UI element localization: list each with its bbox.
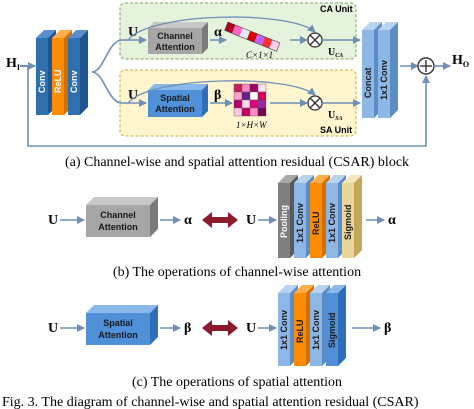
svg-text:ReLU: ReLU (295, 319, 305, 343)
svg-text:Sigmoid: Sigmoid (343, 205, 353, 241)
sa-unit-label: SA Unit (320, 125, 352, 135)
svg-text:Concat: Concat (363, 67, 373, 98)
sa-dims-label: 1×H×W (236, 120, 268, 130)
ca-alpha-left: α (184, 213, 192, 228)
sa-beta-left: β (184, 321, 191, 336)
sa-grid-cell (233, 83, 243, 93)
svg-text:1x1 Conv: 1x1 Conv (379, 60, 389, 100)
svg-text:Attention: Attention (155, 42, 195, 52)
sa-grid-cell (249, 91, 259, 101)
caption-b: (b) The operations of channel-wise atten… (113, 265, 361, 280)
sa-grid-cell (249, 107, 259, 117)
svg-text:Conv: Conv (69, 71, 79, 94)
sa-multiply-icon (307, 95, 323, 111)
alpha-label: α (214, 25, 222, 40)
ca-layer-sigmoid: Sigmoid (342, 175, 362, 258)
ca-u-right: U (246, 213, 256, 228)
output-h: HO (452, 53, 469, 69)
u-ca-label: UCA (328, 47, 343, 59)
sa-ops-spatial-attention-box: Spatial Attention (86, 305, 158, 345)
input-h: HI (6, 56, 20, 72)
sa-grid-cell (249, 83, 259, 93)
ca-double-arrow (202, 212, 238, 228)
caption-c: (c) The operations of spatial attention (132, 375, 342, 390)
sa-u-left: U (48, 321, 58, 336)
svg-text:Sigmoid: Sigmoid (327, 313, 337, 349)
svg-text:Attention: Attention (98, 222, 138, 232)
svg-text:Spatial: Spatial (103, 318, 133, 328)
sa-u-right: U (246, 321, 256, 336)
sa-weight-grid (233, 83, 267, 117)
sa-grid-cell (257, 83, 267, 93)
conv-block-2: Conv (68, 30, 88, 115)
sa-grid-cell (241, 91, 251, 101)
ca-multiply-icon (307, 32, 323, 48)
sa-layer-sigmoid: Sigmoid (326, 285, 346, 366)
spatial-attention-box: Spatial Attention (148, 84, 208, 117)
sa-grid-cell (233, 91, 243, 101)
ca-alpha-right: α (388, 213, 396, 228)
ca-ops-channel-attention-box: Channel Attention (86, 197, 158, 237)
sa-grid-cell (241, 107, 251, 117)
sa-beta-right: β (384, 321, 391, 336)
skip-connection (27, 66, 430, 147)
u-branch-sa (91, 71, 123, 104)
svg-text:Channel: Channel (157, 31, 193, 41)
svg-text:ReLU: ReLU (53, 69, 63, 93)
svg-text:Attention: Attention (155, 104, 195, 114)
channel-attention-box: Channel Attention (148, 22, 208, 54)
sa-grid-cell (249, 99, 259, 109)
u-label-sa: U (128, 88, 138, 103)
svg-text:Spatial: Spatial (160, 93, 190, 103)
conv1x1-block: 1x1 Conv (378, 22, 398, 118)
ca-dims-label: C×1×1 (246, 50, 273, 60)
svg-text:1x1 Conv: 1x1 Conv (327, 203, 337, 243)
svg-text:1x1 Conv: 1x1 Conv (295, 203, 305, 243)
sa-grid-cell (241, 83, 251, 93)
sa-grid-cell (257, 107, 267, 117)
ca-unit-label: CA Unit (320, 4, 353, 14)
sa-grid-cell (257, 91, 267, 101)
svg-text:Attention: Attention (98, 330, 138, 340)
ca-weight-strip (224, 21, 281, 52)
u-branch-ca (91, 39, 123, 73)
svg-text:Channel: Channel (100, 210, 136, 220)
panel-a: CA Unit SA Unit HI Conv ReLU Conv (6, 2, 469, 170)
panel-b: U Channel Attention α U Pooling 1x1 Conv (48, 175, 396, 280)
svg-text:1x1 Conv: 1x1 Conv (279, 310, 289, 350)
sa-grid-cell (241, 99, 251, 109)
panel-c: U Spatial Attention β U 1x1 Conv ReLU (48, 285, 391, 390)
ca-u-left: U (48, 213, 58, 228)
sum-icon (417, 57, 435, 75)
svg-text:Pooling: Pooling (279, 205, 289, 238)
sa-grid-cell (257, 99, 267, 109)
sa-double-arrow (202, 320, 238, 336)
beta-label: β (214, 88, 221, 103)
svg-text:Conv: Conv (37, 71, 47, 94)
caption-a: (a) Channel-wise and spatial attention r… (65, 155, 409, 170)
u-label-ca: U (128, 25, 138, 40)
sa-grid-cell (233, 107, 243, 117)
svg-text:ReLU: ReLU (311, 211, 321, 235)
svg-text:1x1 Conv: 1x1 Conv (311, 310, 321, 350)
sa-grid-cell (233, 99, 243, 109)
u-sa-label: USA (328, 110, 343, 122)
figure-footer: Fig. 3. The diagram of channel-wise and … (2, 395, 419, 409)
